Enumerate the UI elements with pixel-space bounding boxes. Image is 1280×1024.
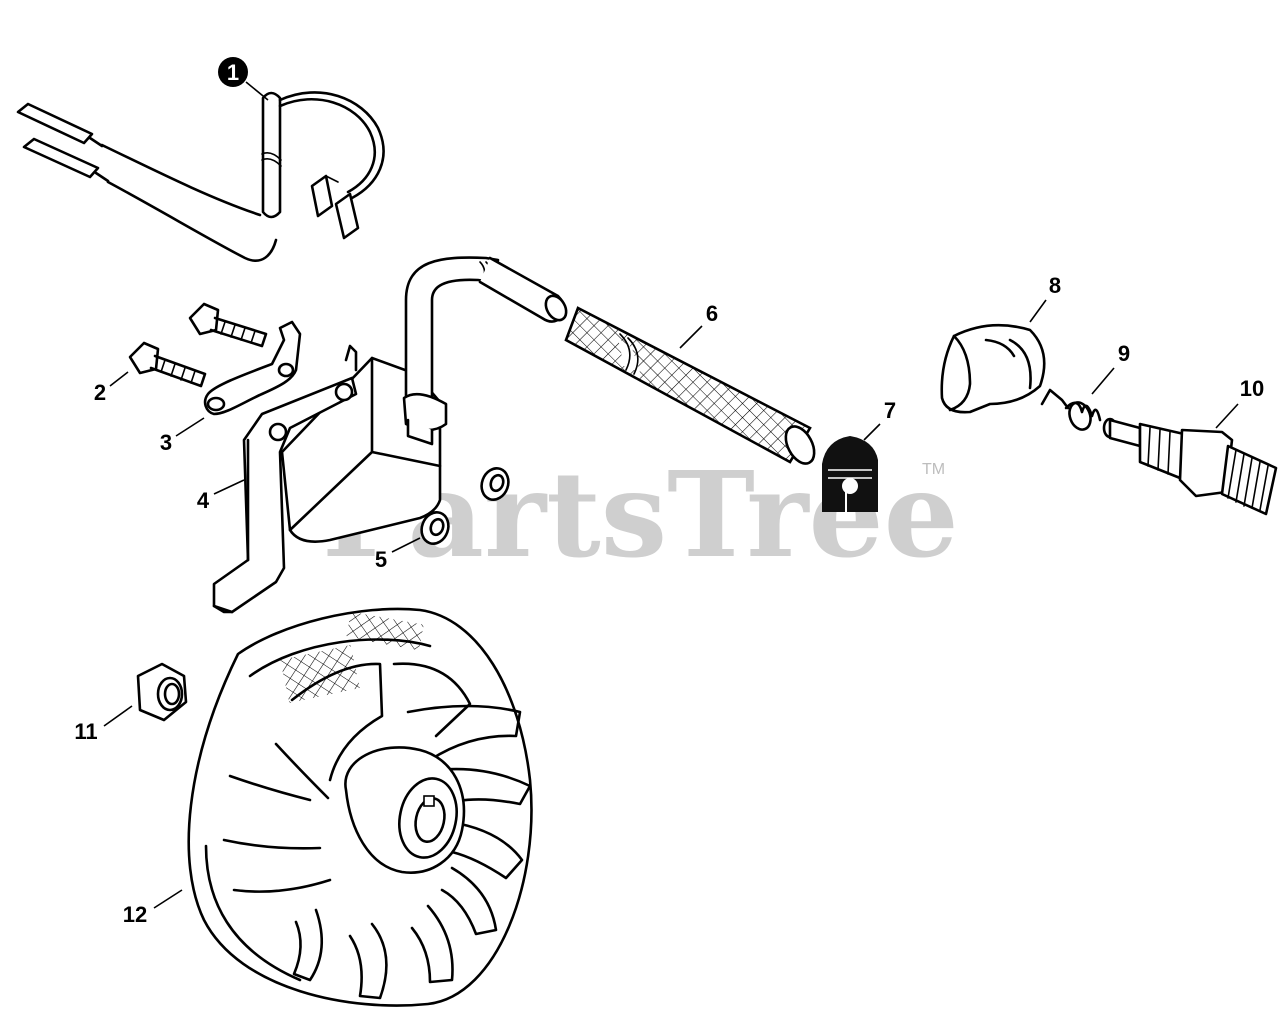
part-4-ignition-coil[interactable] [212, 256, 570, 614]
callout-10-label: 10 [1240, 376, 1264, 401]
part-9-spring[interactable] [1040, 388, 1102, 433]
callout-7[interactable]: 7 [863, 398, 896, 441]
callout-9-label: 9 [1118, 341, 1130, 366]
callout-12-label: 12 [123, 902, 147, 927]
callout-11-label: 11 [74, 719, 97, 744]
part-12-flywheel[interactable] [187, 607, 533, 1007]
callout-11[interactable]: 11 [74, 705, 133, 744]
part-8-plug-boot[interactable] [940, 323, 1046, 414]
part-1-lead-wire[interactable] [16, 91, 385, 262]
callout-2-label: 2 [94, 380, 106, 405]
callout-3-label: 3 [160, 430, 172, 455]
callout-6[interactable]: 6 [679, 301, 718, 349]
part-3-ground-plate[interactable] [203, 320, 302, 416]
callout-1-label: 1 [227, 60, 239, 85]
callout-2[interactable]: 2 [94, 371, 129, 405]
part-2-bolt[interactable] [128, 302, 268, 388]
part-7-grommet[interactable] [822, 436, 878, 512]
callout-7-label: 7 [884, 398, 896, 423]
part-5-spacer[interactable] [417, 465, 512, 548]
callout-3[interactable]: 3 [160, 417, 205, 455]
callout-9[interactable]: 9 [1091, 341, 1130, 395]
callout-4[interactable]: 4 [197, 479, 245, 513]
callout-4-label: 4 [197, 488, 210, 513]
part-11-flywheel-nut[interactable] [136, 662, 188, 722]
callout-1[interactable]: 1 [218, 57, 269, 101]
watermark-trademark: TM [922, 461, 945, 478]
callout-12[interactable]: 12 [123, 889, 183, 927]
callout-8-label: 8 [1049, 273, 1061, 298]
callout-5-label: 5 [375, 547, 387, 572]
callout-6-label: 6 [706, 301, 718, 326]
callout-5[interactable]: 5 [375, 537, 421, 572]
part-10-spark-plug[interactable] [1102, 417, 1278, 516]
callout-8[interactable]: 8 [1029, 273, 1061, 323]
callout-10[interactable]: 10 [1215, 376, 1264, 429]
part-6-protective-tube[interactable] [564, 306, 820, 468]
